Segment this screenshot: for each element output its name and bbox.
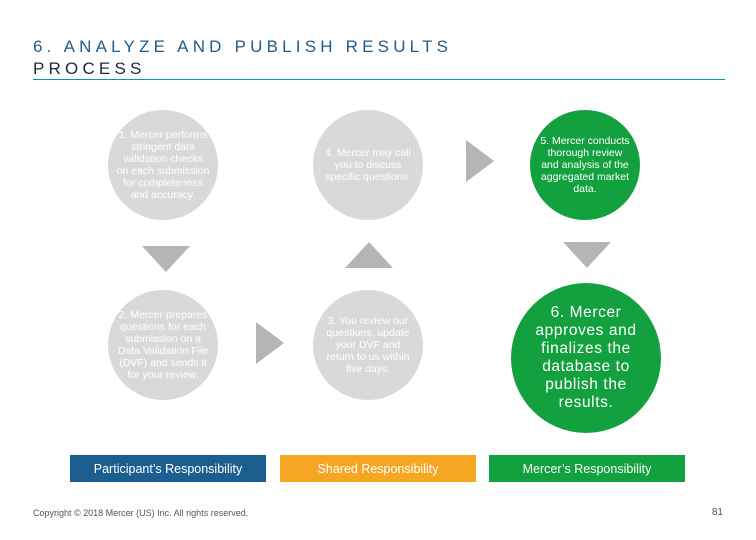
step-3-circle: 3. You review our questions, update your…	[313, 290, 423, 400]
copyright-notice: Copyright © 2018 Mercer (US) Inc. All ri…	[33, 508, 249, 518]
step-2-circle: 2. Mercer prepares questions for each su…	[108, 290, 218, 400]
title-divider	[33, 79, 725, 80]
page-title-line2: PROCESS	[33, 59, 146, 78]
arrow-up-icon	[345, 242, 393, 268]
step-3-text: 3. You review our questions, update your…	[326, 315, 410, 375]
step-5-text: 5. Mercer conducts thorough review and a…	[540, 135, 630, 195]
participant-responsibility-label: Participant’s Responsibility	[70, 455, 266, 482]
shared-responsibility-label: Shared Responsibility	[280, 455, 476, 482]
mercer-responsibility-label: Mercer’s Responsibility	[489, 455, 685, 482]
page-number: 81	[711, 507, 723, 518]
arrow-down-icon	[563, 242, 611, 268]
step-4-text: 4. Mercer may call you to discuss specif…	[325, 147, 411, 183]
step-5-circle: 5. Mercer conducts thorough review and a…	[530, 110, 640, 220]
page-title-line1: 6. ANALYZE AND PUBLISH RESULTS	[33, 37, 453, 56]
arrow-down-icon	[142, 246, 190, 272]
step-1-text: 1. Mercer performs stringent data valida…	[116, 129, 210, 201]
arrow-right-icon	[466, 140, 494, 182]
step-2-text: 2. Mercer prepares questions for each su…	[117, 309, 209, 381]
page-title: 6. ANALYZE AND PUBLISH RESULTS PROCESS	[33, 36, 452, 80]
step-6-text: 6. Mercer approves and finalizes the dat…	[535, 304, 637, 411]
step-4-circle: 4. Mercer may call you to discuss specif…	[313, 110, 423, 220]
step-6-circle: 6. Mercer approves and finalizes the dat…	[511, 283, 661, 433]
arrow-right-icon	[256, 322, 284, 364]
step-1-circle: 1. Mercer performs stringent data valida…	[108, 110, 218, 220]
